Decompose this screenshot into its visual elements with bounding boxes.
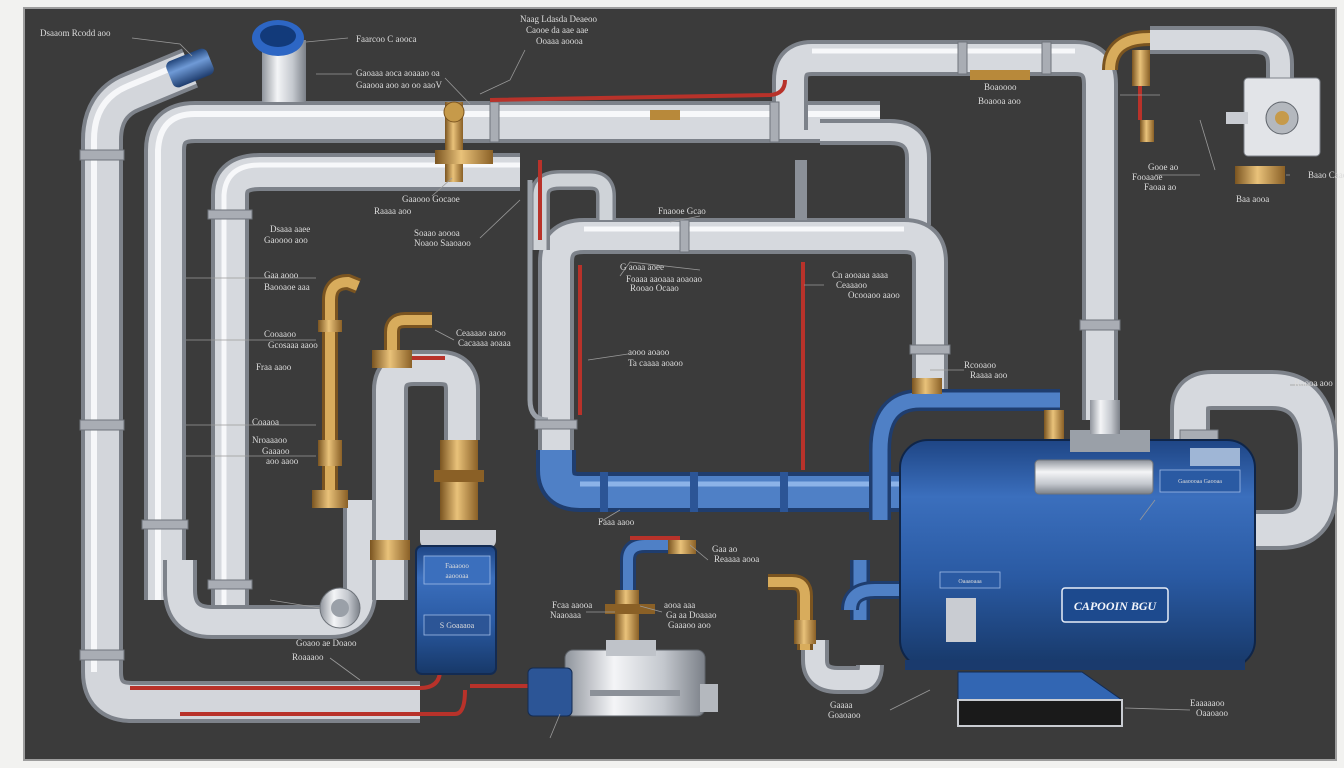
callout-label: Soaao aoooa: [414, 228, 460, 238]
silver-meter: [319, 587, 361, 629]
heater-vent-pipe: [372, 350, 480, 600]
filter-badge: S Goaaaoa: [440, 621, 475, 630]
blue-horizontal-pipe: [536, 450, 900, 512]
callout-label: Raaaa aoo: [970, 370, 1008, 380]
inner-drain-pipe: [211, 153, 520, 620]
callout-label: Gcosaaa aaoo: [268, 340, 318, 350]
callout-labels: Dsaaom Rcodd aoo Faarcoo C aooca Naag Ld…: [40, 14, 1344, 720]
callout-label: Roaaaoo: [292, 652, 324, 662]
callout-label: Gaaooo Gocaoe: [402, 194, 460, 204]
callout-label: Rcooaoo: [964, 360, 996, 370]
boiler-plate-text: Oaaaoaaa: [958, 579, 982, 585]
callout-label: Nroaaaoo: [252, 435, 287, 445]
callout-label: Fcaa aaooa: [552, 600, 592, 610]
left-outer-drain-pipe: [81, 48, 420, 723]
blue-boiler-riser: [841, 389, 1060, 620]
circulation-pump: [527, 640, 718, 717]
top-vent-cap: [252, 20, 306, 102]
callout-label: aoo aaoo: [266, 456, 299, 466]
callout-label: Fooaaoe: [1132, 172, 1163, 182]
filter-head-label: Faaaooo: [445, 562, 469, 570]
callout-label: Baa aooa: [1236, 194, 1269, 204]
callout-label: Dsaaom Rcodd aoo: [40, 28, 111, 38]
callout-label: Naag Ldasda Deaeoo: [520, 14, 597, 24]
callout-label: Gaa ao: [712, 544, 738, 554]
callout-label: Ocooaoo aaoo: [848, 290, 900, 300]
callout-label: G aoaa aoee: [620, 262, 664, 272]
callout-label: Boaooa aoo: [978, 96, 1021, 106]
blue-end-cap: [166, 48, 214, 88]
callout-label: Gaaooa aoo ao oo aaoV: [356, 80, 442, 90]
pressure-gauge-box: [1226, 77, 1321, 157]
mid-right-return-pipe: [820, 119, 931, 225]
callout-label: Gaoaaa aoca aoaaao oa: [356, 68, 440, 78]
callout-label: Baooaoe aaa: [264, 282, 310, 292]
callout-label: Ceaaaoo: [836, 280, 867, 290]
callout-label: Eaaaaaoo: [1190, 698, 1225, 708]
boiler-unit: Gaaoooaa Gaooaa Oaaaoaaa CAPOOIN BGU: [899, 400, 1256, 727]
water-filter-tank: Faaaooo aaoooaa S Goaaaoa: [415, 530, 497, 675]
callout-label: Fraa aaoo: [256, 362, 292, 372]
callout-label: Cooaaoo: [264, 329, 296, 339]
brass-valve-heater: [370, 312, 484, 560]
vent-stack-pipe: [144, 101, 880, 600]
callout-label: Raaaa aoo: [374, 206, 412, 216]
callout-label: Baao Caaoa: [1308, 170, 1344, 180]
top-right-vent-pipe: [772, 40, 1118, 420]
callout-label: Reaaaa aooa: [714, 554, 759, 564]
callout-label: Ceaaaao aaoo: [456, 328, 506, 338]
callout-label: Cn aooaaa aaaa: [832, 270, 888, 280]
callout-label: aooa aaa: [664, 600, 695, 610]
right-loop-pipe: [1170, 370, 1338, 550]
callout-label: Faoaa ao: [1144, 182, 1177, 192]
callout-label: aooo aoaoo: [628, 347, 670, 357]
callout-label: Gaoooo aoo: [264, 235, 308, 245]
callout-label: Caooe da aae aae: [526, 25, 588, 35]
callout-label: Noaoo Saaoaoo: [414, 238, 471, 248]
callout-label: Faaa aaoo: [598, 517, 635, 527]
callout-label: Coaaoa: [252, 417, 279, 427]
brass-valve-center: [605, 540, 696, 640]
callout-label: Rooao Ocaao: [630, 283, 679, 293]
callout-label: Goaoaoo: [828, 710, 861, 720]
callout-label: Oaaoaoo: [1196, 708, 1228, 718]
callout-label: Gaaaa: [830, 700, 852, 710]
callout-label: Ta caaaa aoaoo: [628, 358, 683, 368]
callout-label: Faarcoo C aooca: [356, 34, 416, 44]
brass-valve-lower-right: [768, 574, 816, 650]
blue-small-supply: [620, 537, 680, 600]
callout-label: Roooa aoo: [1294, 378, 1333, 388]
callout-label: Gaaaoo: [262, 446, 290, 456]
callout-label: Ga aa Doaaao: [666, 610, 717, 620]
callout-label: Fnaooe Gcao: [658, 206, 706, 216]
callout-label: Boaoooo: [984, 82, 1017, 92]
filter-sub-label: aaoooaa: [446, 572, 470, 580]
callout-label: Foaaa aaoaaa aoaoao: [626, 274, 702, 284]
bottom-right-elbow-pipe: [801, 640, 884, 694]
leader-lines: [131, 37, 1318, 739]
boiler-panel-text: Gaaoooaa Gaooaa: [1178, 479, 1222, 485]
callout-label: Ooaaa aoooa: [536, 36, 583, 46]
brass-valve-left: [312, 273, 361, 508]
brass-valve-top: [435, 101, 680, 182]
callout-label: Gaa aooo: [264, 270, 299, 280]
callout-label: Dsaaa aaee: [270, 224, 310, 234]
callout-label: Goaoo ae Doaoo: [296, 638, 357, 648]
callout-label: Gaaaoo aoo: [668, 620, 711, 630]
callout-label: Cacaaaa aoaaa: [458, 338, 511, 348]
center-loop-pipe: [538, 218, 948, 470]
pipe-couplings: [79, 41, 1219, 661]
callout-label: Naaoaaa: [550, 610, 581, 620]
far-top-right-pipe: [1150, 26, 1294, 80]
callout-label: Gooe ao: [1148, 162, 1179, 172]
boiler-brand-badge: CAPOOIN BGU: [1074, 599, 1158, 613]
